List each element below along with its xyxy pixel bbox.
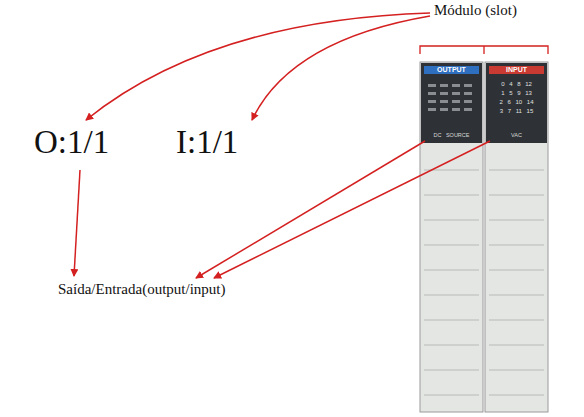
module-marking: 2 6 10 14 <box>486 99 547 106</box>
module-header: INPUT <box>489 66 544 74</box>
led-grid <box>428 84 472 111</box>
module-marking: VAC <box>486 132 547 139</box>
input-module: INPUT 0 4 8 12 1 5 9 13 2 6 10 14 3 7 11 15 V… <box>486 63 547 143</box>
module-header: OUTPUT <box>424 66 479 74</box>
module-marking: DC SOURCE <box>421 132 482 139</box>
callout-label: Saída/Entrada(output/input) <box>58 281 225 298</box>
module-marking: 3 7 11 15 <box>486 108 547 115</box>
label-strip <box>424 170 544 395</box>
address-label: I:1/1 <box>176 124 238 162</box>
input-face <box>486 63 547 143</box>
module-marking: 1 5 9 13 <box>486 90 547 97</box>
output-face <box>421 63 482 143</box>
output-module: OUTPUT DC SOURCE <box>421 63 482 143</box>
module-marking: 0 4 8 12 <box>486 81 547 88</box>
leader-lines <box>74 13 490 278</box>
slot-bracket <box>420 46 548 54</box>
input-module-body <box>485 62 548 412</box>
output-module-body <box>420 62 483 412</box>
callout-label: Módulo (slot) <box>434 2 517 19</box>
address-label: O:1/1 <box>34 124 109 162</box>
